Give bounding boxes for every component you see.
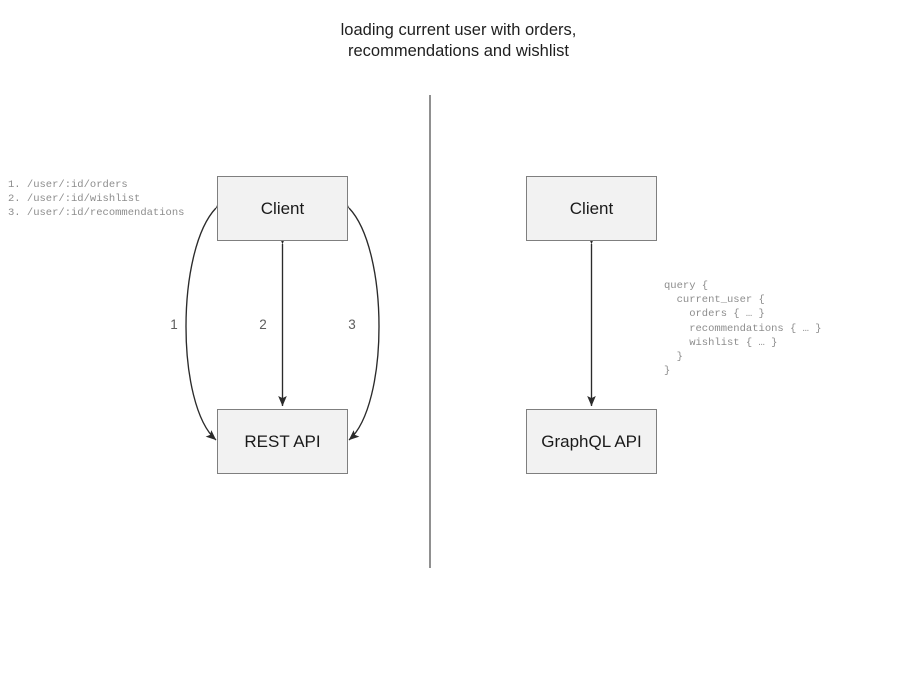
rest-endpoint-list: 1. /user/:id/orders 2. /user/:id/wishlis… bbox=[8, 179, 185, 220]
node-graphql-api[interactable]: GraphQL API bbox=[526, 409, 657, 474]
edge-rest-1-curve bbox=[185, 197, 227, 441]
node-rest-api[interactable]: REST API bbox=[217, 409, 348, 474]
edge-label-2: 2 bbox=[259, 317, 267, 332]
node-client-rest[interactable]: Client bbox=[217, 176, 348, 241]
graphql-query-block: query { current_user { orders { … } reco… bbox=[664, 280, 822, 378]
edge-label-3: 3 bbox=[348, 317, 356, 332]
node-client-graphql[interactable]: Client bbox=[526, 176, 657, 241]
page-title: loading current user with orders, recomm… bbox=[340, 21, 577, 60]
edge-rest-3-curve bbox=[338, 197, 380, 441]
edge-label-1: 1 bbox=[170, 317, 178, 332]
